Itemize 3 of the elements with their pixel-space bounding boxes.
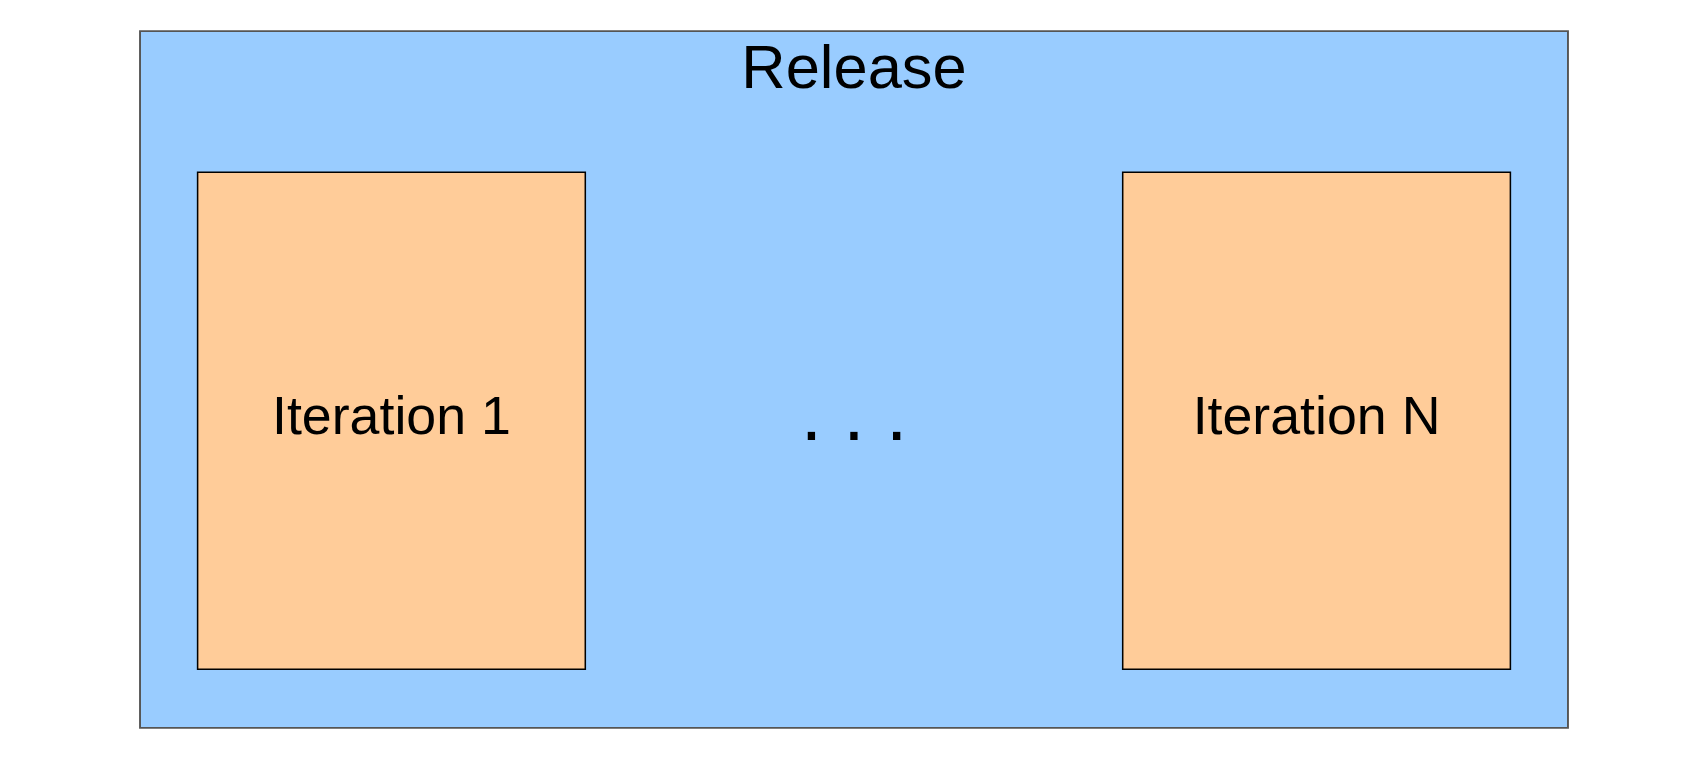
label: . . . bbox=[800, 370, 908, 456]
node-box: Iteration N bbox=[1121, 171, 1512, 671]
node-box: Iteration 1 bbox=[196, 171, 587, 671]
